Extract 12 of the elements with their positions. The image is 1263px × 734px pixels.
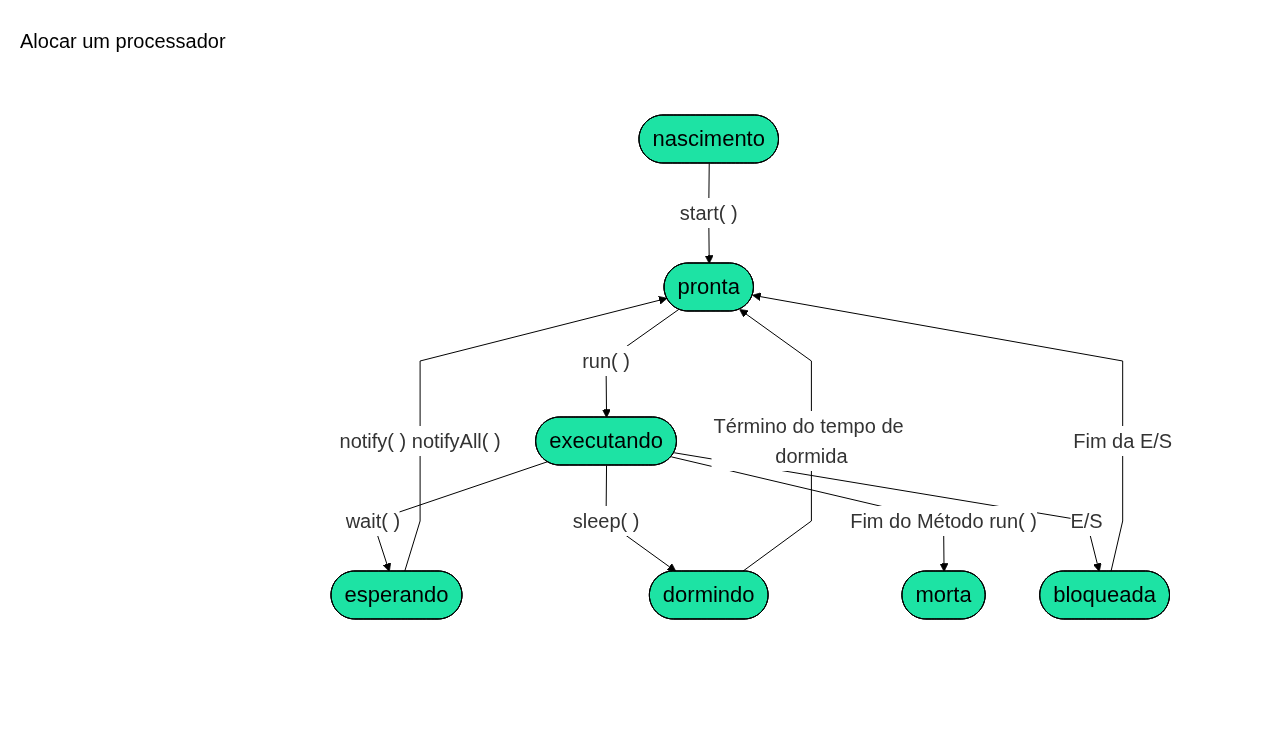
edge-label: wait( ) xyxy=(345,509,401,532)
edge-label: E/S xyxy=(1070,509,1103,532)
arrow xyxy=(404,296,668,572)
edge-label: Fim do Método run( ) xyxy=(850,509,1037,532)
edge-label: sleep( ) xyxy=(572,509,640,532)
edge-label: Término do tempo de dormida xyxy=(713,414,904,467)
edge-label: Fim da E/S xyxy=(1073,429,1173,452)
arrow xyxy=(752,292,1124,572)
edge-label: run( ) xyxy=(582,349,630,372)
note-text: Alocar um processador xyxy=(20,30,227,53)
edge-label: start( ) xyxy=(679,202,738,224)
edge-label: notify( ) notifyAll( ) xyxy=(339,429,501,452)
